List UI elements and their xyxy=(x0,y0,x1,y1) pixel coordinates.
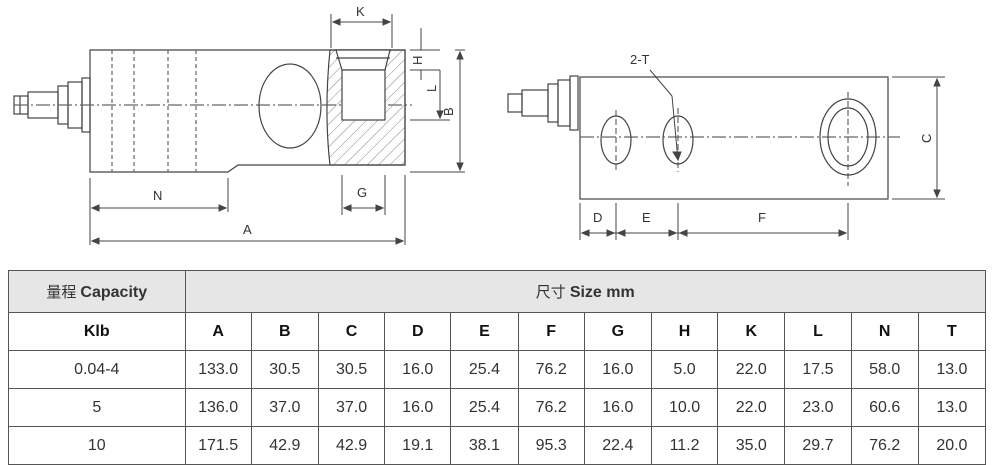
table-cell: 30.5 xyxy=(317,350,386,389)
mount-hole-2 xyxy=(662,115,694,165)
header-capacity-en: Capacity xyxy=(80,284,148,301)
mount-hole-1 xyxy=(600,115,632,165)
table-cell: 16.0 xyxy=(583,388,652,427)
table-cell: 76.2 xyxy=(517,388,585,427)
top-view-dimensions xyxy=(579,69,945,240)
header-capacity-cn: 量程 xyxy=(46,283,77,301)
table-cell: 16.0 xyxy=(384,388,452,427)
side-view-dimensions xyxy=(89,14,465,245)
table-cell: 25.4 xyxy=(450,350,519,389)
table-cell: 76.2 xyxy=(850,426,919,465)
table-cell: 20.0 xyxy=(917,426,987,465)
table-cell: 19.1 xyxy=(384,426,452,465)
column-header: F xyxy=(517,312,585,351)
load-cell-top xyxy=(579,76,889,200)
header-size-cn: 尺寸 xyxy=(535,283,566,301)
column-header: K xyxy=(717,312,786,351)
column-header: D xyxy=(384,312,452,351)
column-header: A xyxy=(184,312,252,351)
table-column-header-row: Klb A B C D E F G H K L N T xyxy=(8,312,987,351)
table-cell: 136.0 xyxy=(184,388,252,427)
table-cell: 22.0 xyxy=(717,388,786,427)
column-header: E xyxy=(450,312,519,351)
column-header: L xyxy=(784,312,852,351)
dim-label-c: C xyxy=(919,134,934,143)
dim-label-g: G xyxy=(357,185,367,200)
cable-connector-right xyxy=(507,75,579,131)
capacity-cell: 5 xyxy=(8,388,186,427)
table-cell: 22.4 xyxy=(583,426,652,465)
table-cell: 42.9 xyxy=(317,426,386,465)
table-row: 10 171.5 42.9 42.9 19.1 38.1 95.3 22.4 1… xyxy=(8,426,987,465)
column-header: C xyxy=(317,312,386,351)
table-cell: 25.4 xyxy=(450,388,519,427)
column-header: N xyxy=(850,312,919,351)
table-cell: 37.0 xyxy=(250,388,319,427)
table-cell: 17.5 xyxy=(784,350,852,389)
dim-label-d: D xyxy=(593,210,602,225)
side-view xyxy=(13,49,412,173)
table-cell: 16.0 xyxy=(583,350,652,389)
dim-label-f: F xyxy=(758,210,766,225)
dim-label-h: H xyxy=(410,56,425,65)
column-header: T xyxy=(917,312,987,351)
table-cell: 16.0 xyxy=(384,350,452,389)
table-cell: 58.0 xyxy=(850,350,919,389)
capacity-cell: 0.04-4 xyxy=(8,350,186,389)
table-cell: 5.0 xyxy=(650,350,719,389)
table-cell: 37.0 xyxy=(317,388,386,427)
capacity-cell: 10 xyxy=(8,426,186,465)
table-cell: 171.5 xyxy=(184,426,252,465)
header-size-en: Size mm xyxy=(569,284,635,301)
table-cell: 133.0 xyxy=(184,350,252,389)
dim-label-n: N xyxy=(153,188,162,203)
dim-label-e: E xyxy=(642,210,651,225)
dim-label-b: B xyxy=(441,107,456,116)
column-header: H xyxy=(650,312,719,351)
gauge-pocket xyxy=(258,63,322,149)
dim-label-l: L xyxy=(424,85,439,92)
table-cell: 13.0 xyxy=(917,350,987,389)
table-cell: 22.0 xyxy=(717,350,786,389)
table-cell: 11.2 xyxy=(650,426,719,465)
table-cell: 76.2 xyxy=(517,350,585,389)
table-cell: 60.6 xyxy=(850,388,919,427)
table-cell: 38.1 xyxy=(450,426,519,465)
column-header: B xyxy=(250,312,319,351)
load-hole-inner xyxy=(827,107,869,167)
table-row: 5 136.0 37.0 37.0 16.0 25.4 76.2 16.0 10… xyxy=(8,388,987,427)
table-cell: 13.0 xyxy=(917,388,987,427)
table-cell: 42.9 xyxy=(250,426,319,465)
column-header: G xyxy=(583,312,652,351)
technical-drawing: K H L B N G A xyxy=(13,4,945,245)
unit-label: Klb xyxy=(8,312,186,351)
top-view xyxy=(507,75,900,200)
table-cell: 10.0 xyxy=(650,388,719,427)
dim-label-k: K xyxy=(356,4,365,19)
table-row: 0.04-4 133.0 30.5 30.5 16.0 25.4 76.2 16… xyxy=(8,350,987,389)
table-cell: 23.0 xyxy=(784,388,852,427)
table-cell: 30.5 xyxy=(250,350,319,389)
dim-label-a: A xyxy=(243,222,252,237)
table-cell: 95.3 xyxy=(517,426,585,465)
dim-label-2t: 2-T xyxy=(630,52,650,67)
table-cell: 29.7 xyxy=(784,426,852,465)
load-hole-outer xyxy=(819,98,877,176)
table-cell: 35.0 xyxy=(717,426,786,465)
